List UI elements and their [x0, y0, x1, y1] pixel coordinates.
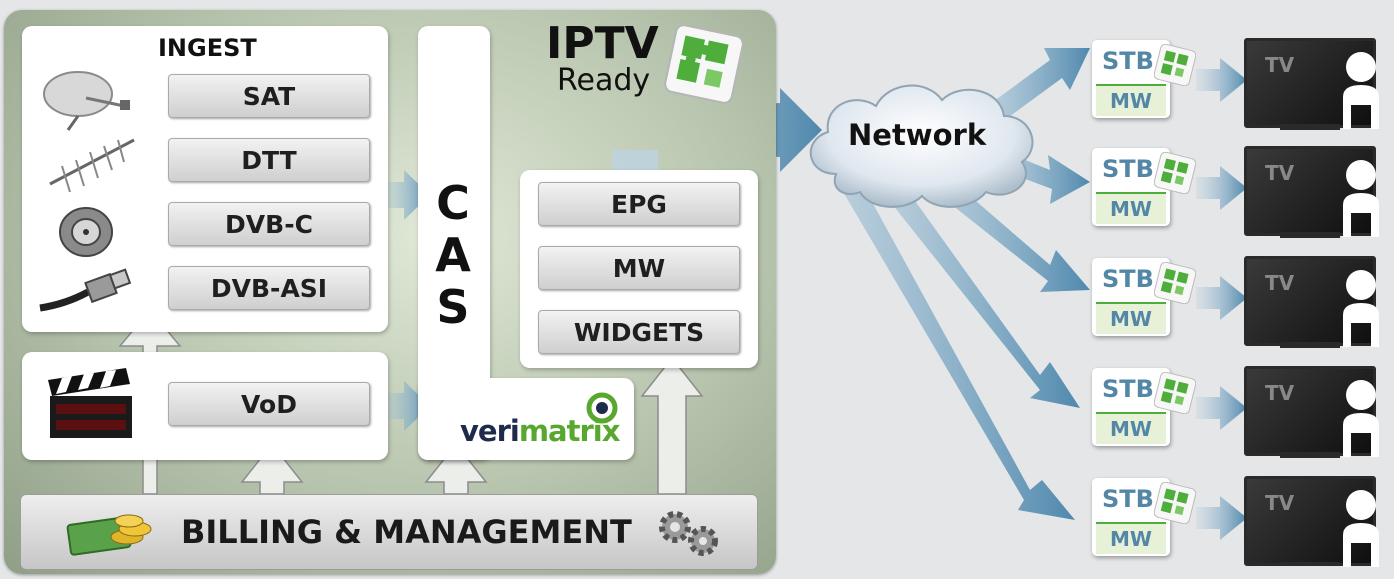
stb-label: STB [1102, 485, 1154, 513]
tv-set: TV [1244, 256, 1379, 347]
stb-mw-label: MW [1096, 192, 1166, 224]
network-label: Network [848, 118, 987, 152]
tv-stand [1280, 342, 1340, 348]
iptv-badge-line2: Ready [557, 63, 651, 98]
client-row: STB MW TV [1092, 366, 1392, 458]
gears-icon [659, 511, 718, 556]
services-box: EPG MW WIDGETS [520, 170, 758, 368]
tv-stand [1280, 124, 1340, 130]
money-icon [66, 514, 152, 556]
tv-label: TV [1265, 53, 1295, 77]
vod-pill: VoD [168, 382, 370, 426]
service-mw: MW [538, 246, 740, 290]
puzzle-icon [1154, 482, 1196, 524]
viewer-icon [1343, 270, 1379, 347]
iptv-badge-line1: IPTV [546, 18, 659, 69]
tv-stand [1280, 232, 1340, 238]
stb-mw-label: MW [1096, 412, 1166, 444]
client-row: STB MW TV [1092, 38, 1392, 130]
client-row: STB MW TV [1092, 146, 1392, 238]
stb-label: STB [1102, 155, 1154, 183]
cas-letter-s: S [436, 280, 470, 334]
puzzle-icon [1154, 372, 1196, 414]
tv-label: TV [1265, 271, 1295, 295]
source-dvb-asi: DVB-ASI [168, 266, 370, 310]
client-row: STB MW TV [1092, 476, 1392, 568]
source-sat: SAT [168, 74, 370, 118]
stb-box: STB MW [1092, 40, 1170, 118]
tv-set: TV [1244, 366, 1379, 457]
stb-label: STB [1102, 375, 1154, 403]
stb-box: STB MW [1092, 258, 1170, 336]
billing-bar: BILLING & MANAGEMENT [20, 494, 758, 570]
stb-to-tv-arrows [1196, 58, 1247, 540]
tv-label: TV [1265, 381, 1295, 405]
ingest-box: INGEST SAT DTT DVB-C DVB-ASI [22, 26, 388, 332]
ingest-title: INGEST [158, 34, 257, 62]
stb-mw-label: MW [1096, 522, 1166, 554]
stb-mw-label: MW [1096, 302, 1166, 334]
tv-set: TV [1244, 146, 1379, 237]
puzzle-icon [1154, 262, 1196, 304]
cas-letter-a: A [435, 228, 471, 282]
stb-box: STB MW [1092, 148, 1170, 226]
network-cloud-icon [809, 84, 1034, 208]
vod-box: VoD [22, 352, 388, 460]
viewer-icon [1343, 52, 1379, 129]
puzzle-icon [1154, 152, 1196, 194]
terrestrial-antenna-icon [49, 138, 135, 193]
vendor-swirl-icon [586, 392, 618, 424]
clapperboard-icon [48, 368, 132, 438]
client-row: STB MW TV [1092, 256, 1392, 348]
tv-label: TV [1265, 491, 1295, 515]
service-widgets: WIDGETS [538, 310, 740, 354]
cas-joint-cover [418, 370, 490, 400]
satellite-dish-icon [43, 71, 130, 131]
stb-mw-label: MW [1096, 84, 1166, 116]
viewer-icon [1343, 490, 1379, 567]
tv-stand [1280, 452, 1340, 458]
tv-label: TV [1265, 161, 1295, 185]
puzzle-icon [1154, 44, 1196, 86]
billing-label: BILLING & MANAGEMENT [181, 513, 632, 551]
coax-connector-icon [59, 207, 113, 257]
tv-set: TV [1244, 476, 1379, 567]
cas-letter-c: C [436, 176, 470, 230]
tv-set: TV [1244, 38, 1379, 129]
puzzle-icon [664, 24, 744, 104]
source-dtt: DTT [168, 138, 370, 182]
vendor-logo-part1: veri [460, 414, 520, 448]
stb-label: STB [1102, 265, 1154, 293]
asi-cable-icon [39, 268, 132, 312]
viewer-icon [1343, 380, 1379, 457]
tv-stand [1280, 562, 1340, 566]
source-dvb-c: DVB-C [168, 202, 370, 246]
viewer-icon [1343, 160, 1379, 237]
service-epg: EPG [538, 182, 740, 226]
stb-label: STB [1102, 47, 1154, 75]
